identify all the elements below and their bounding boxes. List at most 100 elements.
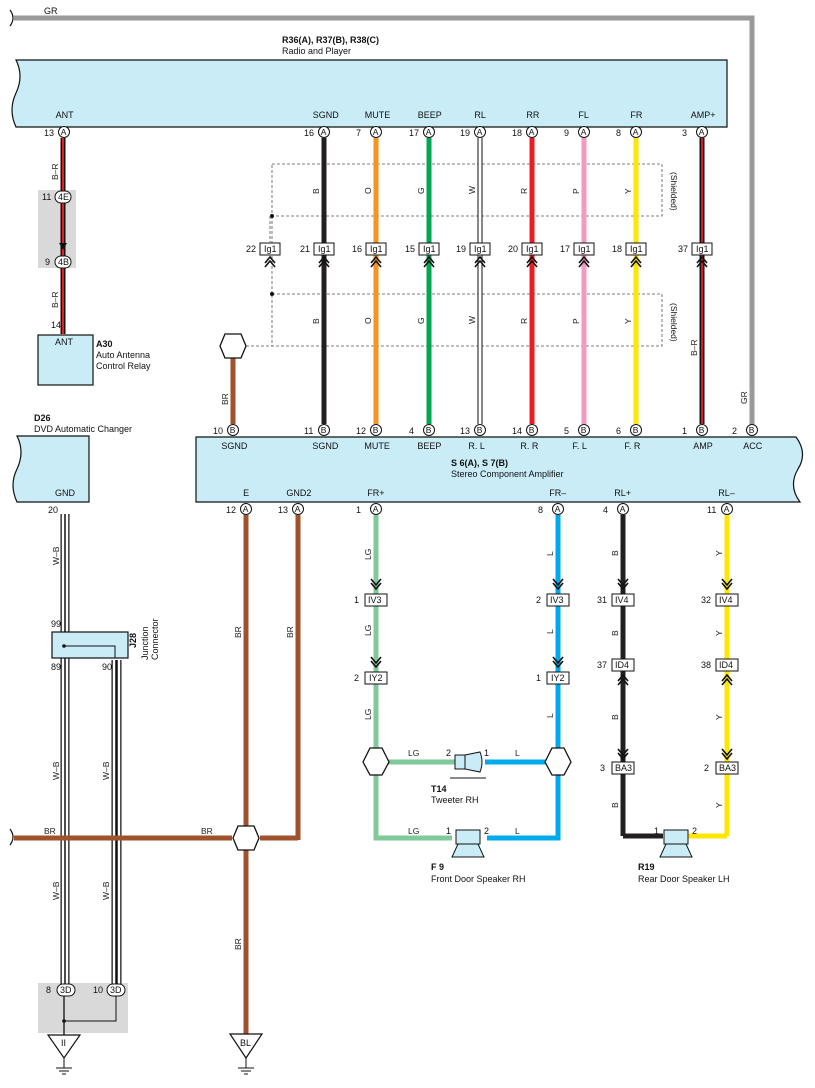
jc-pin-top: 99	[51, 619, 61, 629]
radio-term-label: FL	[578, 110, 589, 120]
amp-top-pin-letter: B	[477, 425, 483, 435]
speaker-line-chevron	[721, 748, 733, 761]
shielded-bottom: (Shielded)	[669, 303, 679, 342]
upper-wire-color: W	[467, 186, 477, 194]
connector-arrows	[370, 578, 733, 761]
radio-term-pin-circle	[370, 126, 382, 138]
speaker-line-chevron	[552, 656, 564, 669]
upper-wire-color: R	[519, 188, 529, 194]
ig1-label: Ig1	[578, 244, 591, 254]
br-low: BR	[233, 938, 243, 950]
shield-boxes: (Shielded) (Shielded)	[246, 163, 679, 347]
speaker-line-chevron	[721, 578, 733, 591]
front-speaker-wiring: LG LG LG L L L LG LG L L IV3 1 IV3 2 IY2…	[354, 515, 572, 884]
g3d-l-pin: 8	[46, 985, 51, 995]
relay-term: ANT	[55, 337, 74, 347]
radio-term-label: ANT	[56, 110, 75, 120]
y-1: Y	[714, 550, 724, 556]
br-ground-bus: BR BR BR BR BR BL	[9, 515, 301, 1075]
amp-bot-pin-circle	[240, 503, 252, 515]
b-3: B	[610, 714, 620, 720]
radio-term-label: RL	[474, 110, 486, 120]
radio-term-pin-letter: A	[426, 127, 432, 137]
iy2-l: IY2	[369, 673, 383, 683]
ground-ii: II	[61, 1038, 66, 1048]
ig1-pin: 37	[678, 244, 688, 254]
jc-name2: Connector	[150, 618, 160, 660]
amp-codes: S 6(A), S 7(B)	[451, 458, 508, 468]
relay-name2: Control Relay	[96, 361, 151, 371]
ba3-l: BA3	[615, 763, 632, 773]
radio-term-pin: 19	[460, 128, 470, 138]
wb-5: W–B	[101, 881, 111, 900]
amp-top-pin: 1	[682, 426, 687, 436]
iv4-r-pin: 32	[701, 595, 711, 605]
br-main-1: BR	[44, 826, 56, 836]
radio-term-pin-letter: A	[61, 127, 67, 137]
ig1-connector	[313, 242, 335, 256]
g3d-r-pin: 10	[93, 985, 103, 995]
iv3-r: IV3	[550, 595, 564, 605]
amp-bot-label: RL+	[614, 488, 631, 498]
amp-top-pin-circle	[227, 424, 239, 436]
amp-bot-label: RL–	[718, 488, 735, 498]
ig1-chevron	[264, 255, 276, 268]
radio-term-pin-circle	[58, 126, 70, 138]
amp-bot-pin-letter: A	[373, 504, 379, 514]
ig1-chevron	[630, 255, 642, 268]
lower-wire-color: B	[311, 318, 321, 324]
upper-wire-color: O	[363, 187, 373, 194]
amp-bot-label: GND2	[286, 488, 311, 498]
amp-bot-pin-circle	[617, 503, 629, 515]
speaker-line-chevron	[721, 673, 733, 686]
wb-1: W–B	[51, 546, 61, 565]
radio-term-pin-letter: A	[529, 127, 535, 137]
speaker-line-chevron	[370, 578, 382, 591]
tw-pin2: 1	[484, 748, 489, 758]
front-spk-code: F 9	[431, 862, 444, 872]
radio-term-pin: 3	[682, 128, 687, 138]
acc-wire-color: GR	[739, 391, 749, 404]
amp-top-label: AMP	[693, 441, 713, 451]
amp-bot-pin: 12	[226, 505, 236, 515]
radio-term-pin: 8	[616, 128, 621, 138]
iy2-r: IY2	[551, 673, 565, 683]
amp-bot-pin: 13	[278, 505, 288, 515]
radio-term-pin-circle	[423, 126, 435, 138]
amp-top-pin: 14	[512, 426, 522, 436]
radio-term-pin-circle	[526, 126, 538, 138]
br-e: BR	[233, 626, 243, 638]
speaker-line-chevron	[617, 673, 629, 686]
radio-term-label: FR	[630, 110, 642, 120]
radio-term-label: MUTE	[365, 110, 391, 120]
amp-top-pin: 4	[409, 426, 414, 436]
iv4-l-pin: 31	[597, 595, 607, 605]
amp-bot-pin: 1	[356, 505, 361, 515]
ig1-connector	[521, 242, 543, 256]
amp-top-pin-circle	[526, 424, 538, 436]
jc-pin-l: 89	[51, 662, 61, 672]
lower-wire-color: P	[571, 318, 581, 324]
amp-name: Stereo Component Amplifier	[451, 469, 564, 479]
stereo-amplifier-box: S 6(A), S 7(B) Stereo Component Amplifie…	[195, 436, 804, 503]
amp-top-pin-circle	[578, 424, 590, 436]
ig1-pin: 20	[508, 244, 518, 254]
l-1: L	[545, 551, 555, 556]
lower-wire-color: G	[416, 317, 426, 324]
radio-term-pin: 16	[304, 128, 314, 138]
radio-codes: R36(A), R37(B), R38(C)	[282, 35, 379, 45]
amp-bot-pin-letter: A	[724, 504, 730, 514]
radio-term-label: AMP+	[691, 110, 716, 120]
iy2-l-pin: 2	[354, 673, 359, 683]
amp-top-pin: 5	[564, 426, 569, 436]
rear-spk-name: Rear Door Speaker LH	[638, 874, 730, 884]
ig1-pin: 15	[405, 244, 415, 254]
dvd-ground-wires: 20 W–B W–B W–B W–B W–B 99 89 90 J28 Junc…	[38, 505, 160, 1075]
speaker-line-chevron	[617, 748, 629, 761]
b-4: B	[610, 802, 620, 808]
amp-bot-pin-letter: A	[555, 504, 561, 514]
amp-top-label: R. R	[520, 441, 539, 451]
amp-top-pin: 2	[732, 426, 737, 436]
